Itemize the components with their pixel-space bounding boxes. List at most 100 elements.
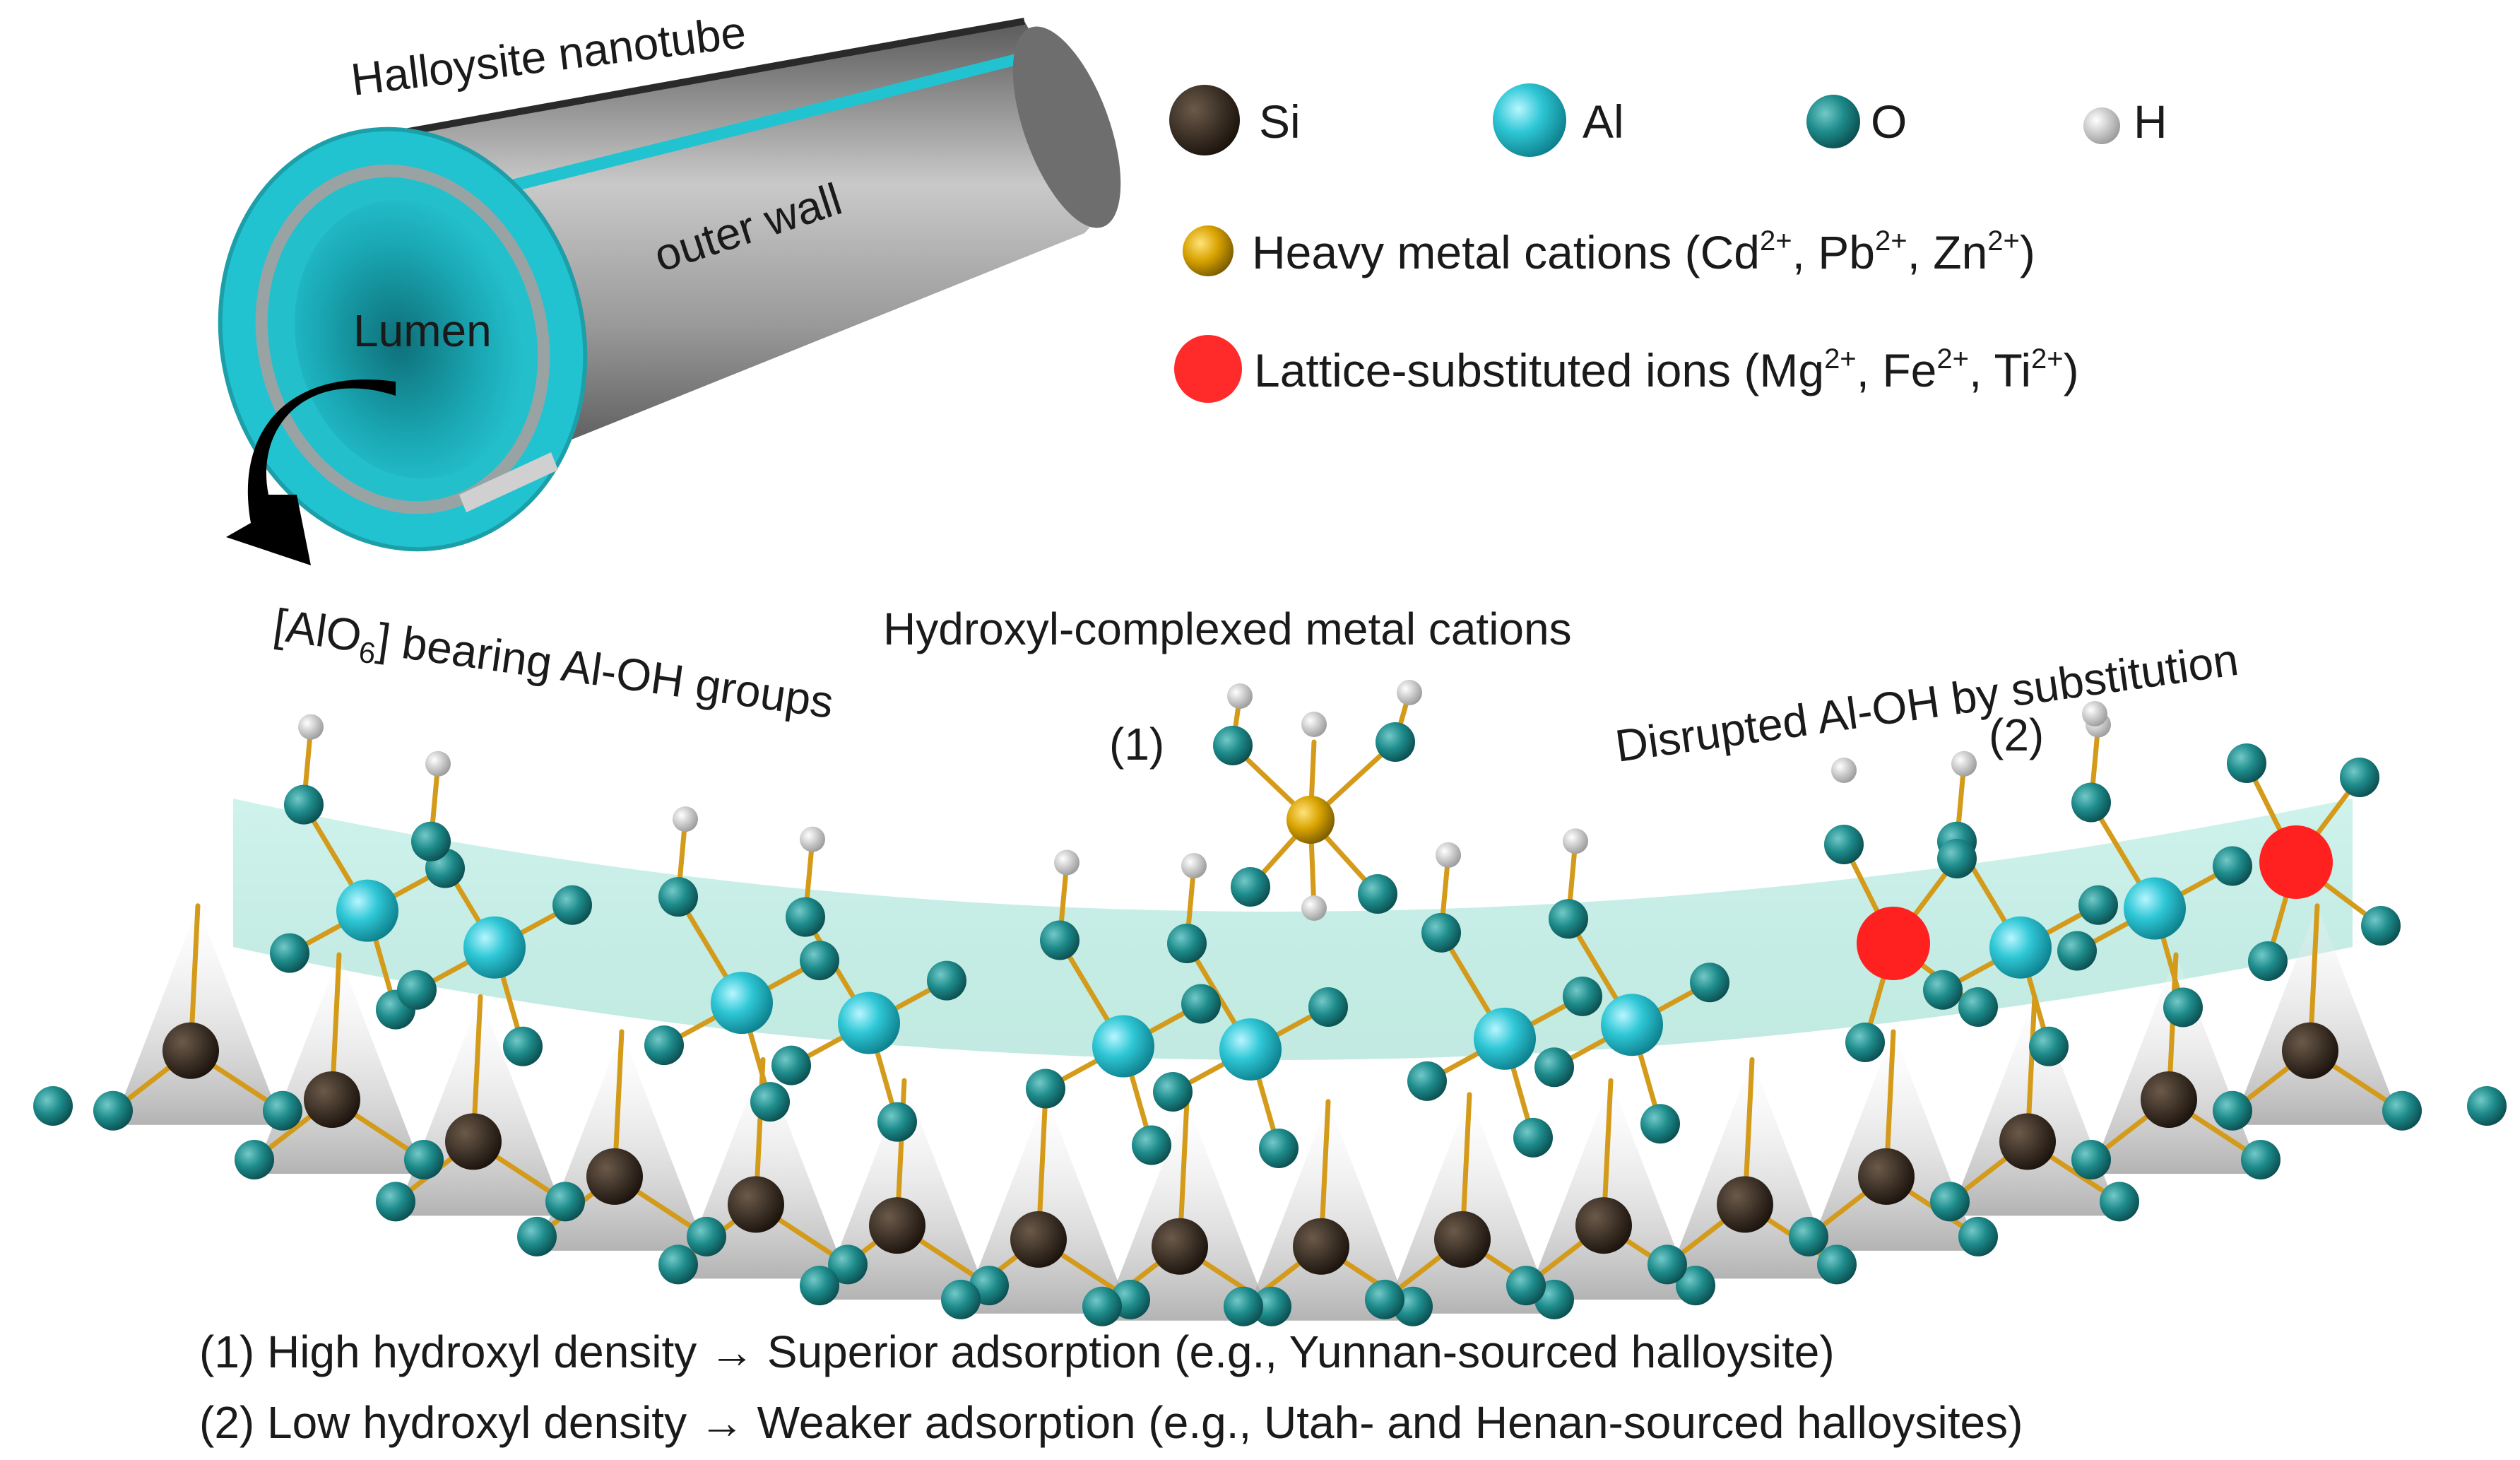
o-atom: [658, 1244, 698, 1285]
legend-h-label: H: [2134, 95, 2167, 148]
o-atom: [658, 877, 698, 917]
o-atom: [2361, 906, 2401, 946]
o-atom: [1259, 1128, 1299, 1168]
h-atom: [1301, 895, 1327, 921]
o-atom: [2340, 758, 2379, 797]
si-atom: [1999, 1113, 2056, 1170]
tetrahedron: [820, 1081, 989, 1300]
o-atom: [33, 1086, 73, 1126]
al-atom: [1219, 1018, 1282, 1081]
si-atom: [1575, 1197, 1632, 1254]
o-atom: [517, 1216, 557, 1256]
o-atom: [2248, 941, 2288, 981]
o-atom: [2029, 1026, 2069, 1066]
o-atom: [503, 1026, 543, 1066]
o-atom: [687, 1216, 726, 1256]
m-atom: [1286, 796, 1335, 844]
legend-al-label: Al: [1583, 95, 1624, 148]
tube-cyan-stripe: [495, 48, 1046, 195]
marker-1-label: (1): [1109, 719, 1164, 770]
si-atom: [445, 1113, 502, 1170]
o-atom: [2241, 1140, 2281, 1180]
o-atom: [1958, 1216, 1998, 1256]
atom-layer: [33, 680, 2507, 1326]
alo6-label: [AlO6] bearing Al-OH groups: [270, 599, 836, 734]
si-atom: [728, 1176, 784, 1233]
o-atom: [877, 1102, 917, 1142]
al-atom: [838, 991, 900, 1054]
tetrahedron: [1102, 1101, 1272, 1321]
o-atom: [1824, 825, 1864, 864]
o-atom: [2100, 1182, 2139, 1222]
o-atom: [235, 1140, 274, 1180]
o-atom: [1563, 976, 1602, 1016]
al-atom: [463, 916, 526, 979]
o-atom: [2213, 1090, 2252, 1131]
o-atom: [1789, 1216, 1828, 1256]
al-atom: [1601, 994, 1663, 1056]
o-atom: [1224, 1286, 1263, 1326]
legend-h-icon: [2083, 107, 2120, 144]
o-atom: [1549, 899, 1588, 939]
o-atom: [941, 1279, 981, 1319]
o-atom: [411, 821, 451, 861]
o-atom: [828, 1244, 868, 1285]
o-atom: [93, 1090, 133, 1131]
si-atom: [304, 1071, 360, 1129]
tube-far-end: [1012, 26, 1121, 228]
sub-atom: [2259, 825, 2333, 899]
si-atom: [1858, 1148, 1915, 1205]
o-atom: [545, 1182, 585, 1222]
o-atom: [270, 933, 309, 973]
sub-atom: [1857, 907, 1930, 980]
o-atom: [2382, 1090, 2422, 1131]
o-atom: [1407, 1061, 1447, 1101]
o-atom: [1213, 726, 1253, 765]
o-atom: [397, 970, 437, 1010]
o-atom: [1676, 1266, 1715, 1306]
legend: Si Al O H Heavy metal cations (Cd2+, Pb2…: [1169, 83, 2167, 403]
o-atom: [800, 1266, 839, 1306]
legend-lattice-label: Lattice-substituted ions (Mg2+, Fe2+, Ti…: [1254, 343, 2079, 396]
h-atom: [1181, 852, 1207, 878]
al-atom: [1092, 1015, 1154, 1078]
o-atom: [2213, 846, 2252, 886]
o-atom: [552, 885, 592, 925]
o-atom: [404, 1140, 444, 1180]
si-atom: [1717, 1176, 1773, 1233]
marker-2-label: (2): [1989, 710, 2044, 760]
tetrahedron: [1526, 1081, 1696, 1300]
si-atom: [2141, 1071, 2197, 1129]
note-line-2: (2) Low hydroxyl density → Weaker adsorp…: [199, 1397, 2023, 1448]
o-atom: [1648, 1244, 1687, 1285]
si-atom: [586, 1148, 643, 1205]
o-atom: [1690, 962, 1729, 1003]
legend-heavy-metal-icon: [1183, 225, 1234, 276]
o-atom: [2071, 782, 2111, 823]
o-atom: [1937, 839, 1977, 878]
hydroxyl-complexed-label: Hydroxyl-complexed metal cations: [883, 604, 1572, 654]
nanotube-graphic: [218, 18, 1121, 565]
al-atom: [711, 972, 773, 1035]
halloysite-layer-structure: [33, 680, 2507, 1326]
tetrahedron: [2232, 905, 2402, 1125]
al-atom: [1989, 916, 2052, 979]
si-atom: [2282, 1022, 2338, 1079]
o-atom: [2163, 987, 2203, 1028]
si-atom: [1293, 1218, 1349, 1275]
tetrahedron: [961, 1094, 1130, 1314]
al-atom: [2124, 877, 2186, 940]
o-atom: [771, 1045, 811, 1085]
o-atom: [1930, 1182, 1970, 1222]
note-line-1: (1) High hydroxyl density → Superior ads…: [199, 1326, 1835, 1377]
o-atom: [2467, 1086, 2507, 1126]
h-atom: [1397, 680, 1422, 705]
h-atom: [1831, 758, 1857, 783]
legend-lattice-icon: [1174, 335, 1242, 403]
tetrahedral-sheet: [113, 905, 2402, 1321]
o-atom: [1365, 1279, 1404, 1319]
si-atom: [1152, 1218, 1208, 1275]
curved-arrow-icon: [226, 379, 396, 565]
legend-si-label: Si: [1259, 95, 1301, 148]
